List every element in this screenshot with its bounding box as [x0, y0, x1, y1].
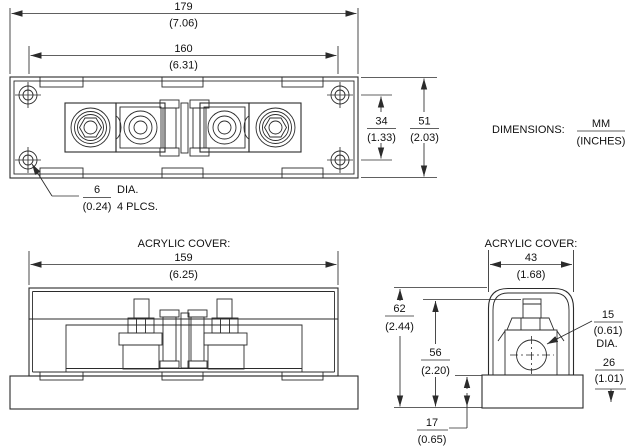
front-view: ACRYLIC COVER: 159 (6.25): [9, 238, 359, 410]
dim-34-in: (1.33): [367, 132, 396, 144]
dim-43-in: (1.68): [517, 269, 546, 281]
base-plate-outline: [9, 76, 359, 179]
dim-cover-length: 159 (6.25): [28, 251, 339, 285]
hole-dia-in: (0.24): [83, 201, 112, 213]
acrylic-cover-front: [28, 287, 339, 381]
units-note-label: DIMENSIONS:: [492, 124, 565, 136]
top-view: 179 (7.06) 160 (6.31): [9, 1, 439, 213]
dim-hole-spacing: 160 (6.31): [28, 43, 339, 74]
dim-cover-height: 56 (2.20): [421, 299, 521, 407]
terminal-front: [203, 298, 248, 370]
units-note-inches: (INCHES): [577, 136, 626, 148]
mounting-base-side: [481, 374, 584, 409]
dim-62-in: (2.44): [385, 321, 414, 333]
dim-43-mm: 43: [525, 252, 537, 264]
mounting-hole: [327, 82, 353, 108]
mounting-hole: [15, 82, 41, 108]
mounting-holes: [15, 82, 353, 173]
resistance-element-front: [159, 309, 208, 369]
hole-dia-label: DIA.: [117, 184, 138, 196]
hex-bolt-terminal: [70, 107, 111, 148]
dim-26-mm: 26: [603, 357, 615, 369]
dim-15-mm: 15: [602, 309, 614, 321]
dim-34-mm: 34: [375, 116, 387, 128]
mounting-hole: [327, 147, 353, 173]
terminal-block-side: [497, 298, 565, 376]
dim-15-in: (0.61): [594, 325, 623, 337]
dim-56-mm: 56: [429, 347, 441, 359]
dim-51-in: (2.03): [410, 132, 439, 144]
hex-bolt-terminal: [255, 107, 296, 148]
acrylic-cover-side: [487, 287, 575, 375]
dim-overall-width-mm: 179: [174, 1, 192, 13]
dim-overall-width-in: (7.06): [169, 18, 198, 30]
dim-26-in: (1.01): [595, 373, 624, 385]
dim-cover-width: 43 (1.68): [488, 250, 574, 292]
dim-56-in: (2.20): [421, 365, 450, 377]
dim-hole-vertical-spacing: 34 (1.33): [361, 94, 396, 161]
dim-17-in: (0.65): [418, 434, 447, 446]
mounting-hole: [15, 147, 41, 173]
round-terminal: [207, 110, 242, 145]
units-note-mm: MM: [592, 118, 610, 130]
dim-159-mm: 159: [174, 252, 192, 264]
dim-hole-center-height: 26 (1.01): [595, 357, 626, 402]
dim-159-in: (6.25): [169, 269, 198, 281]
dim-51-mm: 51: [418, 116, 430, 128]
dim-15-dia-label: DIA.: [596, 338, 617, 350]
side-view-title: ACRYLIC COVER:: [485, 238, 578, 250]
mounting-base-front: [9, 375, 359, 410]
dim-overall-width: 179 (7.06): [9, 1, 359, 74]
side-view: ACRYLIC COVER: 43 (1.68): [385, 238, 626, 446]
dim-hole-spacing-in: (6.31): [169, 60, 198, 72]
round-terminal: [123, 110, 158, 145]
callout-hole-diameter: 6 (0.24) DIA. 4 PLCS.: [31, 163, 158, 213]
dim-17-mm: 17: [426, 417, 438, 429]
front-view-title: ACRYLIC COVER:: [138, 238, 231, 250]
dim-62-mm: 62: [393, 303, 405, 315]
shunt-assembly-front: [65, 298, 303, 372]
terminal-front: [118, 298, 163, 370]
dim-hole-spacing-mm: 160: [174, 43, 192, 55]
callout-terminal-hole-dia: 15 (0.61) DIA.: [546, 309, 623, 350]
units-note: DIMENSIONS: MM (INCHES): [492, 118, 625, 148]
hole-dia-places: 4 PLCS.: [117, 201, 158, 213]
dim-base-height: 17 (0.65): [417, 375, 482, 446]
shunt-assembly-top: [64, 99, 302, 157]
dim-overall-depth: 51 (2.03): [361, 77, 439, 178]
resistance-element-top: [159, 99, 210, 157]
dim-overall-height: 62 (2.44): [385, 287, 487, 407]
hole-dia-mm: 6: [94, 184, 100, 196]
